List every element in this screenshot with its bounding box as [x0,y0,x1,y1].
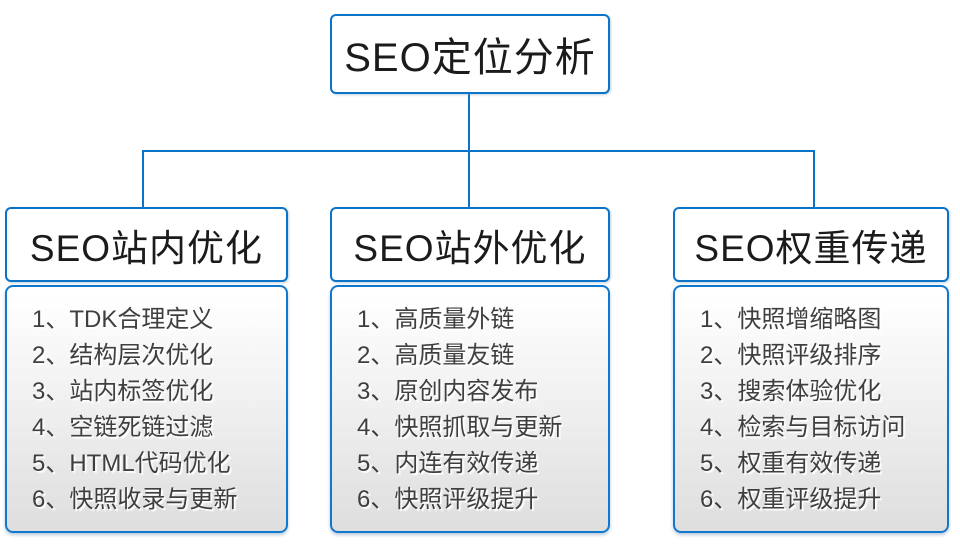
connector-horizontal [142,150,815,152]
column-title: SEO站内优化 [29,227,264,269]
list-item: 6、快照评级提升 [357,486,539,513]
column-title: SEO权重传递 [694,227,928,269]
list-item: 6、权重评级提升 [700,486,882,513]
column-onsite-list-box: 1、TDK合理定义 2、结构层次优化 3、站内标签优化 4、空链死链过滤 5、H… [5,285,288,533]
connector-drop-middle [468,150,470,207]
list-item: 2、结构层次优化 [32,342,214,369]
list-item: 1、高质量外链 [357,306,515,333]
list-item: 6、快照收录与更新 [32,486,238,513]
list-item: 3、搜索体验优化 [700,378,882,405]
list-item: 4、检索与目标访问 [700,414,906,441]
column-weight-title-box: SEO权重传递 [673,207,949,282]
root-node: SEO定位分析 [330,14,610,94]
column-onsite: SEO站内优化 1、TDK合理定义 2、结构层次优化 3、站内标签优化 4、空链… [5,207,288,533]
column-onsite-title-box: SEO站内优化 [5,207,288,282]
list-item: 5、内连有效传递 [357,450,539,477]
root-node-label: SEO定位分析 [344,36,596,80]
list-item: 3、原创内容发布 [357,378,539,405]
column-offsite-title-box: SEO站外优化 [330,207,610,282]
list-item: 1、TDK合理定义 [32,306,214,333]
connector-drop-left [142,150,144,207]
connector-root-stem [468,94,470,152]
column-title: SEO站外优化 [353,227,587,269]
list-item: 1、快照增缩略图 [700,306,882,333]
list-item: 2、高质量友链 [357,342,515,369]
list-item: 5、HTML代码优化 [32,450,231,477]
column-offsite: SEO站外优化 1、高质量外链 2、高质量友链 3、原创内容发布 4、快照抓取与… [330,207,610,533]
column-offsite-list-box: 1、高质量外链 2、高质量友链 3、原创内容发布 4、快照抓取与更新 5、内连有… [330,285,610,533]
column-weight: SEO权重传递 1、快照增缩略图 2、快照评级排序 3、搜索体验优化 4、检索与… [673,207,949,533]
list-item: 4、快照抓取与更新 [357,414,563,441]
list-item: 5、权重有效传递 [700,450,882,477]
connector-drop-right [813,150,815,207]
list-item: 4、空链死链过滤 [32,414,214,441]
column-weight-list-box: 1、快照增缩略图 2、快照评级排序 3、搜索体验优化 4、检索与目标访问 5、权… [673,285,949,533]
list-item: 3、站内标签优化 [32,378,214,405]
list-item: 2、快照评级排序 [700,342,882,369]
